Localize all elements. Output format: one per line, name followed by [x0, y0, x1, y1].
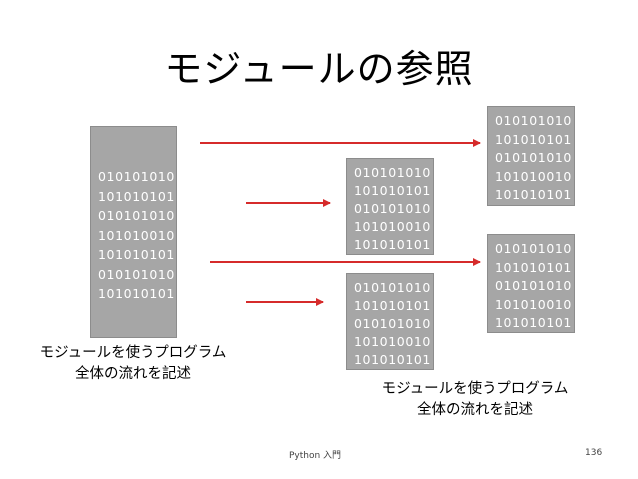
- module-block-mid-top: 010101010 101010101 010101010 101010010 …: [346, 158, 434, 255]
- binary-line: 101010101: [354, 237, 431, 252]
- binary-line: 101010101: [495, 315, 572, 330]
- page-number: 136: [585, 448, 603, 458]
- binary-line: 101010101: [495, 187, 572, 202]
- caption-line: 全体の流れを記述: [417, 402, 533, 418]
- binary-line: 101010101: [354, 183, 431, 198]
- binary-line: 010101010: [354, 316, 431, 331]
- binary-line: 010101010: [354, 280, 431, 295]
- binary-line: 010101010: [495, 241, 572, 256]
- binary-line: 101010101: [354, 352, 431, 367]
- binary-line: 010101010: [98, 169, 175, 184]
- module-block-right-top: 010101010 101010101 010101010 101010010 …: [487, 106, 575, 206]
- binary-line: 010101010: [98, 208, 175, 223]
- footer-title: Python 入門: [289, 451, 342, 461]
- binary-line: 010101010: [98, 266, 175, 282]
- caption-right: モジュールを使うプログラム 全体の流れを記述: [370, 379, 580, 421]
- binary-line: 010101010: [495, 278, 572, 293]
- main-program-block: 010101010 101010101 010101010 101010010 …: [90, 126, 177, 338]
- binary-line: 010101010: [354, 201, 431, 216]
- binary-line: 101010101: [495, 131, 572, 147]
- binary-line: 101010010: [98, 227, 175, 243]
- binary-line: 101010101: [98, 286, 175, 301]
- module-block-right-bottom: 010101010 101010101 010101010 101010010 …: [487, 234, 575, 333]
- binary-line: 101010010: [495, 296, 572, 312]
- binary-line: 101010101: [98, 188, 175, 204]
- caption-line: モジュールを使うプログラム: [381, 381, 569, 397]
- binary-line: 101010101: [495, 259, 572, 275]
- binary-line: 101010010: [354, 334, 431, 349]
- binary-line: 010101010: [495, 113, 572, 128]
- slide-title: モジュールの参照: [164, 47, 474, 91]
- binary-line: 010101010: [495, 150, 572, 165]
- binary-line: 101010101: [354, 298, 431, 313]
- caption-line: モジュールを使うプログラム: [39, 345, 227, 361]
- caption-left: モジュールを使うプログラム 全体の流れを記述: [28, 343, 238, 385]
- binary-line: 010101010: [354, 165, 431, 180]
- binary-line: 101010010: [354, 219, 431, 234]
- caption-line: 全体の流れを記述: [75, 366, 191, 382]
- binary-line: 101010101: [98, 247, 175, 262]
- binary-line: 101010010: [495, 168, 572, 184]
- module-block-mid-bottom: 010101010 101010101 010101010 101010010 …: [346, 273, 434, 370]
